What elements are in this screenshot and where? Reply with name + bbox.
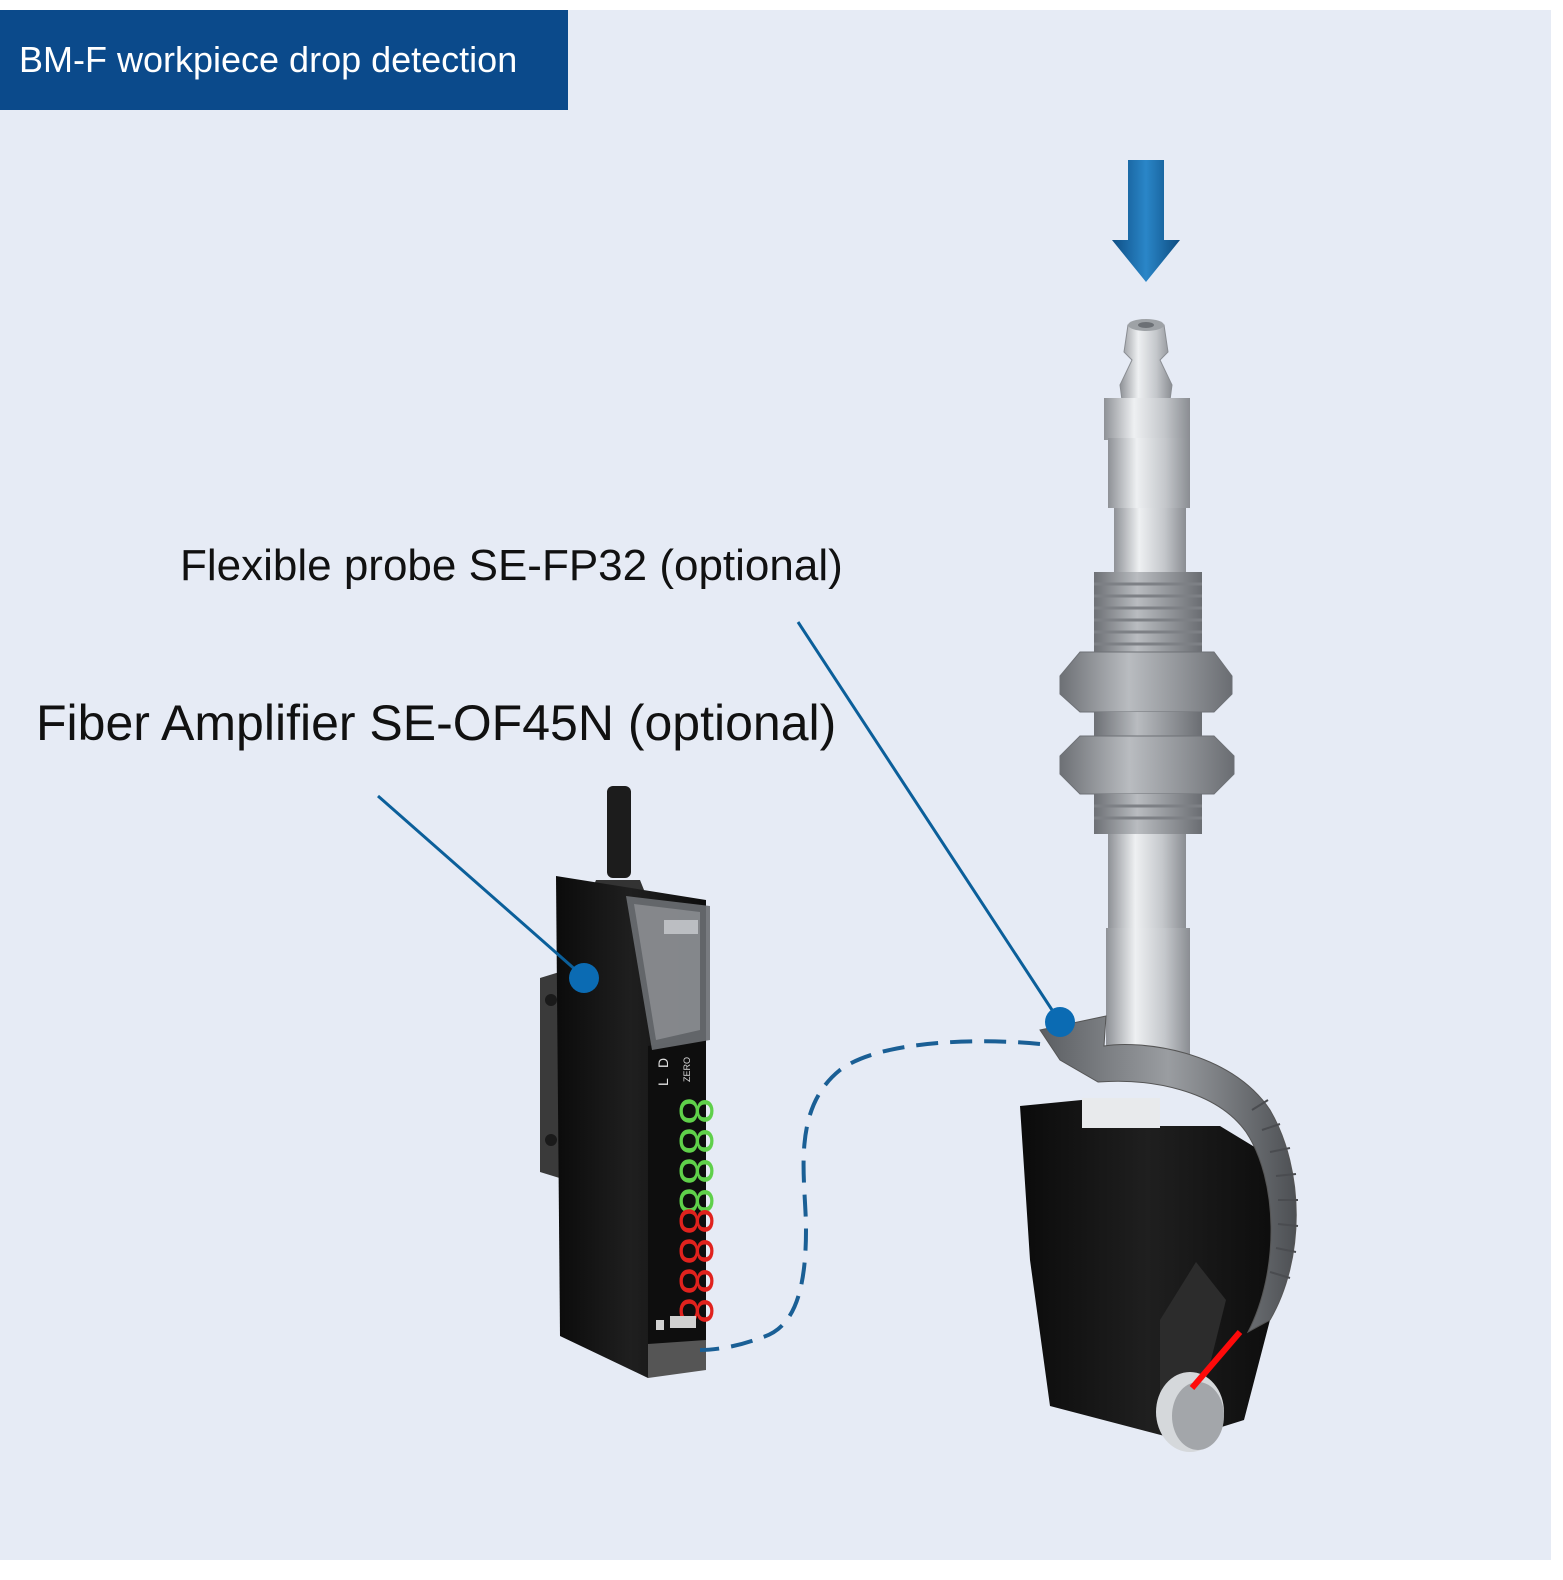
indicator-d: D — [655, 1058, 671, 1068]
probe-marker-dot — [1045, 1007, 1075, 1037]
zero-label: ZERO — [682, 1057, 692, 1082]
diagram-canvas — [0, 10, 1551, 1560]
detection-beam — [1189, 1330, 1243, 1390]
down-arrow-icon — [1112, 160, 1180, 282]
display-green: 8888 — [664, 1096, 721, 1216]
probe-label: Flexible probe SE-FP32 (optional) — [180, 541, 843, 590]
display-red: 8888 — [664, 1206, 721, 1326]
amp-button-1 — [656, 1320, 664, 1330]
fiber-cable — [699, 1039, 1041, 1352]
title-banner: BM-F workpiece drop detection — [0, 10, 568, 110]
amplifier-leader-line — [377, 794, 579, 974]
indicator-l: L — [655, 1078, 671, 1086]
probe-leader-line — [796, 621, 1058, 1017]
amplifier-marker-dot — [569, 963, 599, 993]
amp-button-2 — [670, 1316, 696, 1328]
amplifier-label: Fiber Amplifier SE-OF45N (optional) — [36, 695, 837, 751]
page-title: BM-F workpiece drop detection — [19, 39, 518, 80]
vacuum-pad-assembly — [1020, 319, 1299, 1452]
fiber-amplifier-device: L D ZERO 8888 8888 — [540, 786, 721, 1378]
